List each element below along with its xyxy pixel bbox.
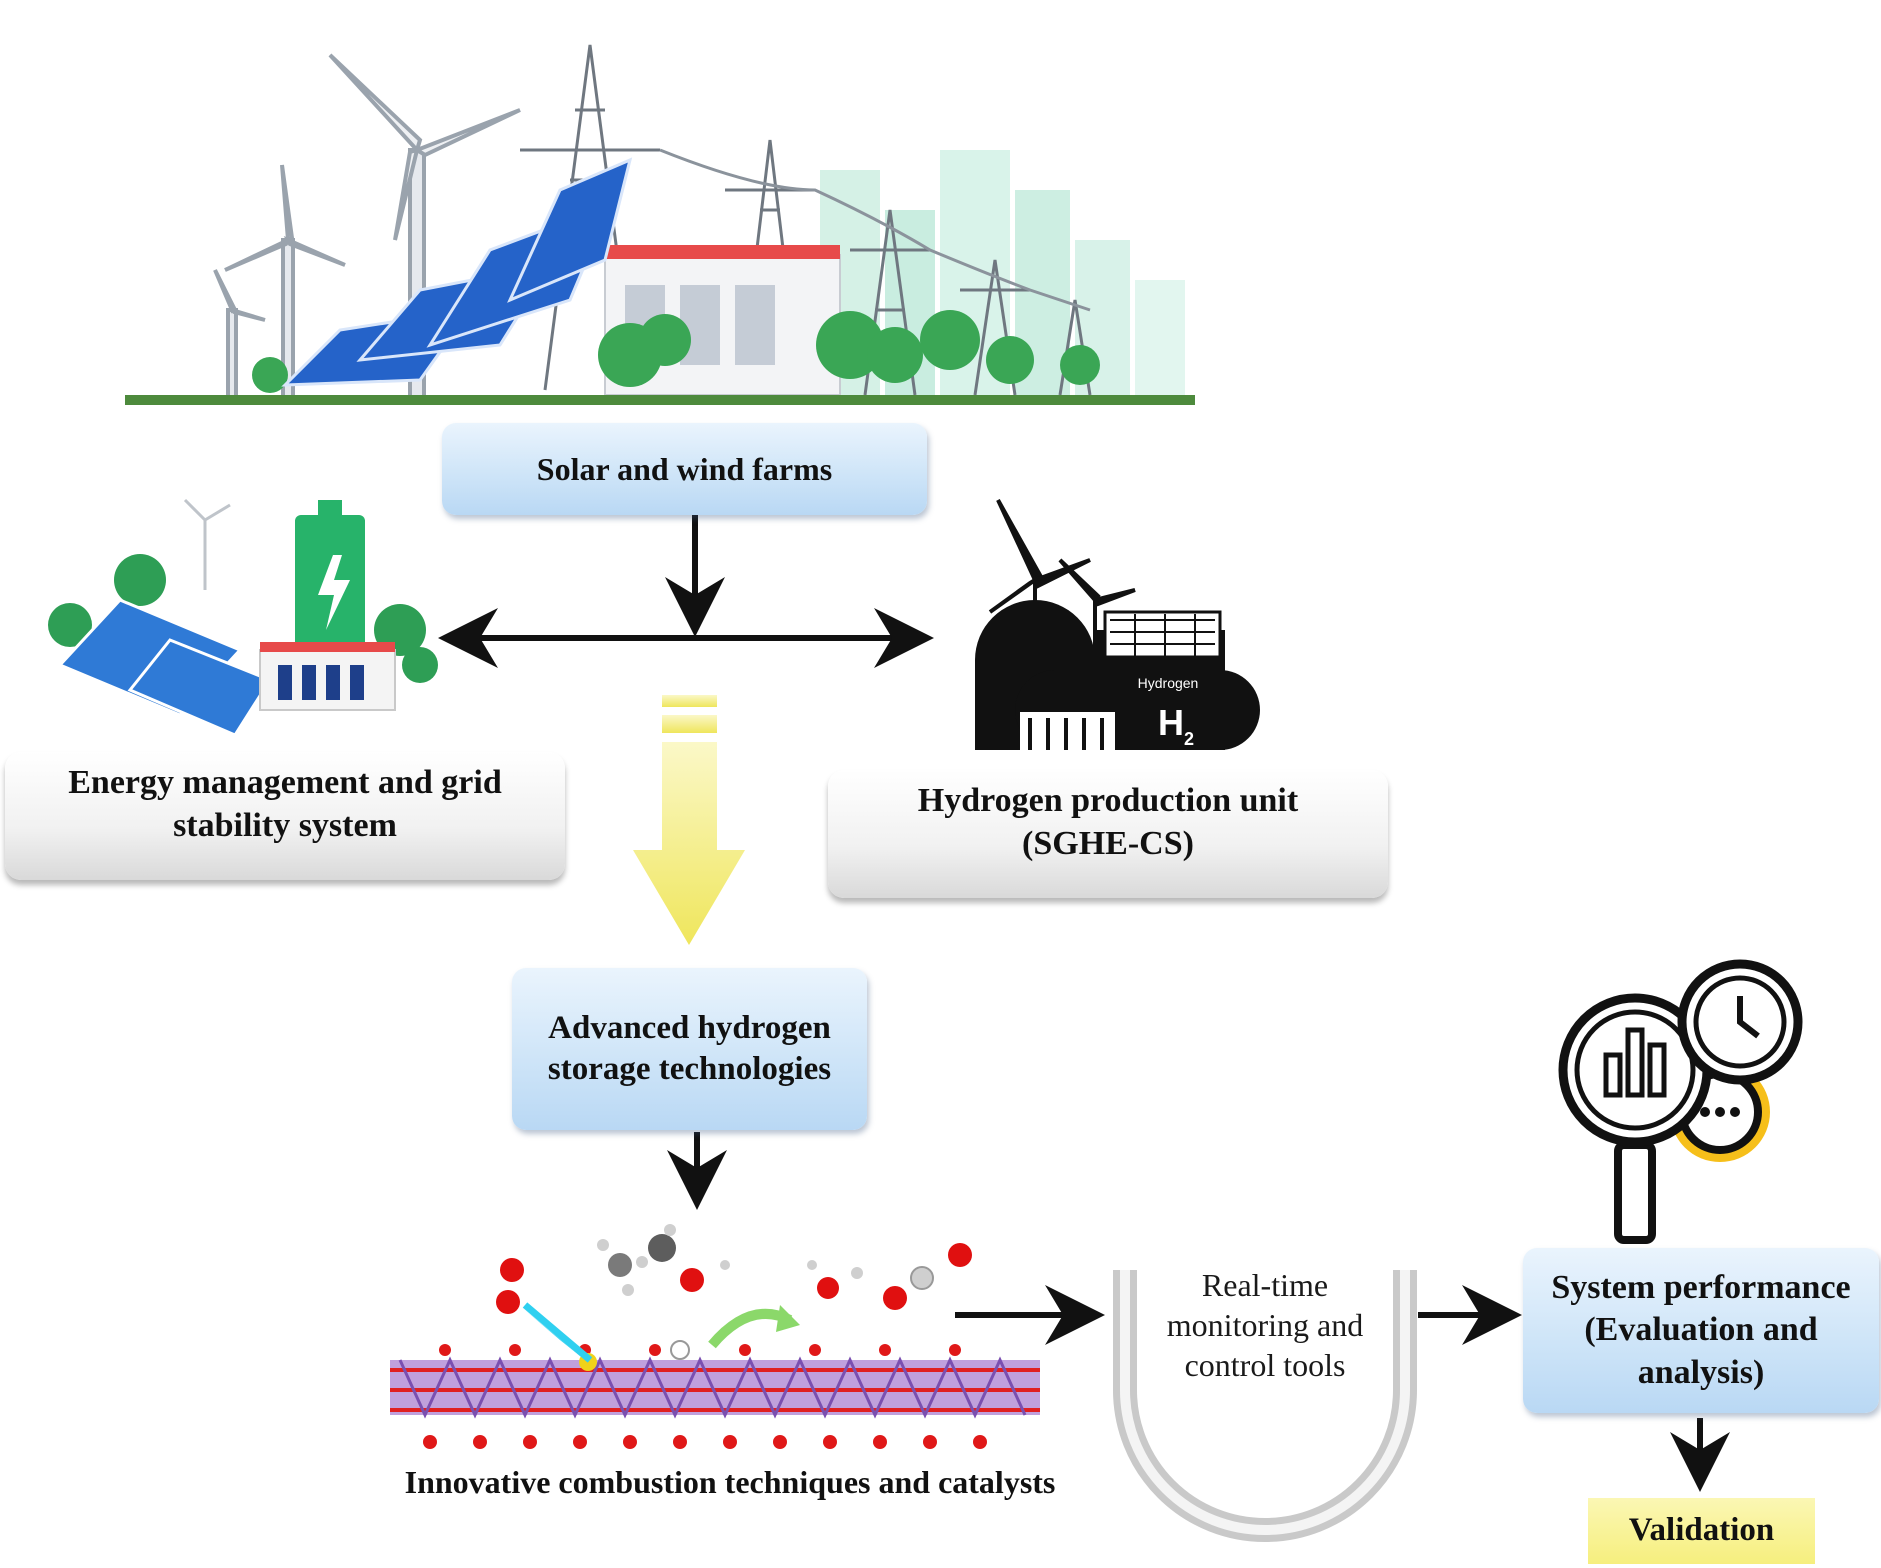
hydrogen-production-box: Hydrogen production unit (SGHE-CS)	[828, 770, 1388, 898]
hydrogen-storage-box: Advanced hydrogen storage technologies	[512, 968, 867, 1130]
monitoring-tools-label: Real-time monitoring and control tools	[1166, 1267, 1364, 1383]
performance-analytics-icon	[1558, 959, 1803, 1244]
h2-subscript: 2	[1184, 729, 1194, 749]
ground-strip	[125, 395, 1195, 405]
combustion-catalysts-label: Innovative combustion techniques and cat…	[404, 1464, 1056, 1500]
system-performance-box: System performance (Evaluation and analy…	[1523, 1248, 1879, 1413]
hydrogen-plant-icon: Hydrogen H 2	[975, 499, 1260, 752]
h2-symbol: H	[1158, 702, 1184, 743]
solar-wind-farms-box: Solar and wind farms	[442, 423, 927, 515]
catalyst-lattice-illustration	[390, 1340, 1040, 1449]
solar-wind-farm-illustration	[125, 44, 1195, 405]
gas-molecules-illustration	[496, 1224, 972, 1363]
connector-arrows	[438, 515, 1730, 1492]
validation-box: Validation	[1588, 1498, 1815, 1564]
solar-panel-icon	[281, 157, 633, 387]
energy-management-box: Energy management and grid stability sys…	[5, 752, 565, 880]
wind-turbine-icon	[213, 53, 521, 402]
yellow-flow-arrow	[633, 695, 745, 945]
tree-icon	[252, 310, 1100, 393]
hydrogen-tank-label: Hydrogen	[1138, 675, 1199, 691]
battery-icon	[295, 500, 365, 660]
energy-storage-illustration	[48, 498, 438, 737]
